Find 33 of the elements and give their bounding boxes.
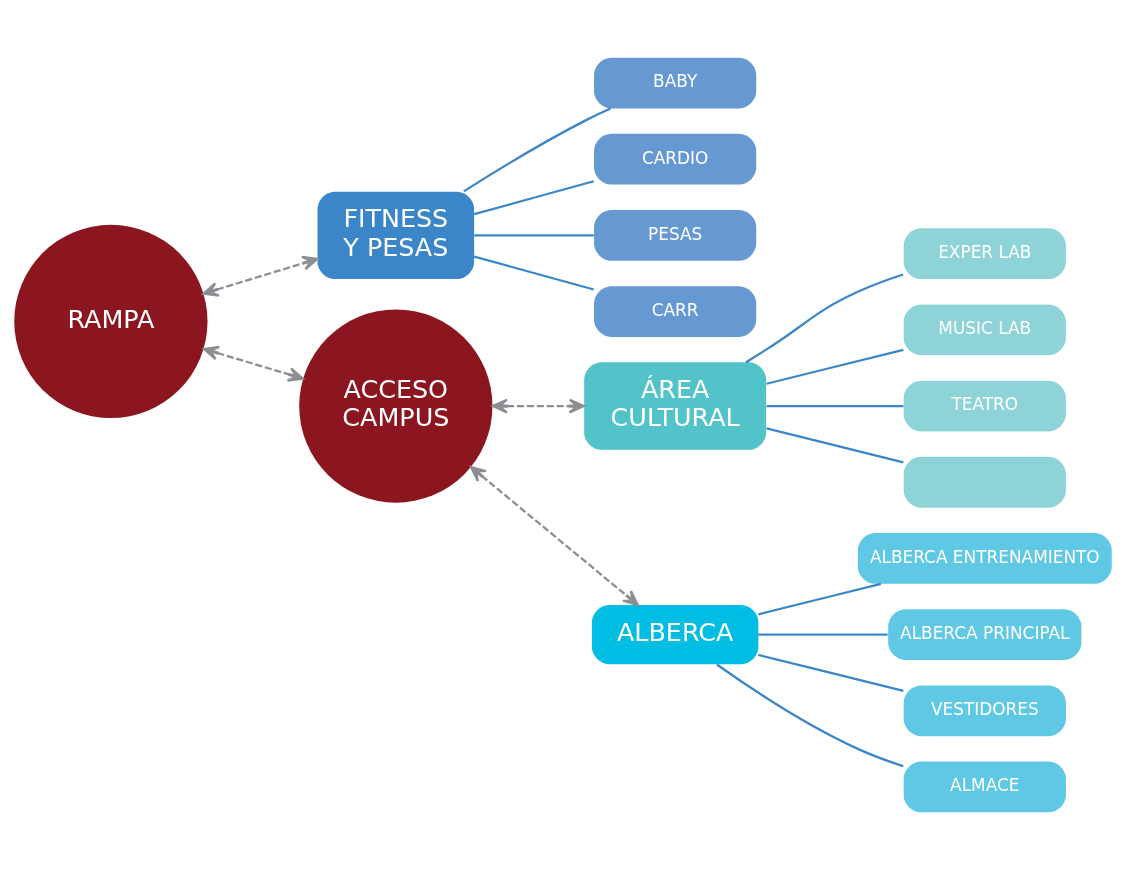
node-circle: ACCESO CAMPUS: [299, 308, 493, 503]
connector: [745, 272, 904, 363]
connector: [758, 582, 882, 615]
node-box: PESAS: [594, 209, 757, 261]
node-box: TEATRO: [903, 380, 1066, 431]
connector: [463, 107, 611, 192]
arrow: [202, 255, 319, 297]
node-box: CARR: [594, 285, 757, 337]
arrow: [202, 345, 304, 382]
node-box: ALBERCA: [591, 604, 759, 664]
node-box: CARDIO: [594, 133, 757, 185]
connector: [766, 404, 904, 407]
connector: [473, 255, 595, 291]
connector: [758, 633, 888, 636]
connector: [766, 426, 904, 463]
arrow: [491, 398, 585, 414]
node-box: BABY: [594, 57, 757, 108]
node-box: ÁREA CULTURAL: [584, 361, 767, 450]
connector: [473, 179, 595, 215]
node-box: ALMACE: [903, 761, 1066, 812]
connector: [758, 653, 904, 692]
node-box: ALBERCA PRINCIPAL: [888, 608, 1082, 660]
connector: [474, 233, 594, 236]
node-box: [903, 456, 1066, 508]
node-box: FITNESS Y PESAS: [317, 191, 475, 279]
node-box: ALBERCA ENTRENAMIENTO: [857, 532, 1112, 584]
node-box: EXPER LAB: [903, 227, 1066, 279]
node-circle: RAMPA: [14, 224, 208, 418]
node-box: MUSIC LAB: [903, 304, 1066, 355]
node-box: VESTIDORES: [903, 684, 1066, 736]
arrow: [469, 465, 639, 606]
connector: [766, 348, 904, 385]
connector: [716, 663, 904, 767]
